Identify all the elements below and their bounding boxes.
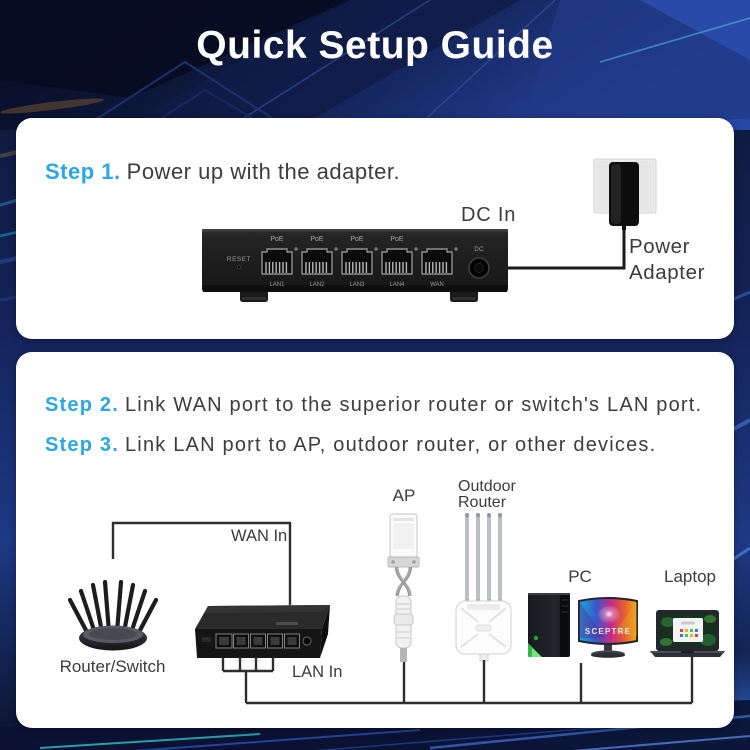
pc-tower-device <box>528 593 570 657</box>
pc-label: PC <box>568 567 592 586</box>
dc-in-label: DC In <box>461 204 517 226</box>
ap-label: AP <box>392 486 416 505</box>
page-title: Quick Setup Guide <box>196 24 554 67</box>
svg-text:DC: DC <box>474 246 484 253</box>
outdoor-router-label: Outdoor Router <box>458 478 516 511</box>
poe-switch-front: RESET PoE LAN1 PoE LAN2 <box>202 229 508 302</box>
step3-label: Step 3. <box>45 434 119 456</box>
step3-text: Step 3.Link LAN port to AP, outdoor rout… <box>45 434 657 456</box>
power-adapter-label: Power Adapter <box>629 235 705 284</box>
pc-monitor-device: SCEPTRE <box>578 597 638 658</box>
svg-text:LAN4: LAN4 <box>389 282 405 288</box>
router-device <box>67 580 159 651</box>
wan-in-label: WAN In <box>231 527 288 545</box>
step2-text: Step 2.Link WAN port to the superior rou… <box>45 394 703 416</box>
steps23-card: Step 2.Link WAN port to the superior rou… <box>16 352 734 728</box>
svg-text:RESET: RESET <box>227 256 251 263</box>
svg-text:PoE: PoE <box>310 236 324 243</box>
switch-device <box>195 605 330 658</box>
router-switch-label: Router/Switch <box>59 657 166 676</box>
svg-text:PoE: PoE <box>350 236 364 243</box>
svg-text:SCEPTRE: SCEPTRE <box>585 627 631 636</box>
step1-label: Step 1. <box>45 159 121 184</box>
ap-device <box>387 513 420 662</box>
svg-text:PoE: PoE <box>390 236 404 243</box>
power-cable <box>490 226 626 270</box>
lan-in-label: LAN In <box>292 663 343 681</box>
svg-text:LAN1: LAN1 <box>269 282 285 288</box>
laptop-label: Laptop <box>664 567 716 586</box>
svg-text:LAN2: LAN2 <box>309 282 325 288</box>
svg-text:WAN: WAN <box>430 282 444 288</box>
laptop-device <box>650 610 725 657</box>
outdoor-router-device <box>455 513 512 662</box>
step1-card: Step 1.Power up with the adapter. DC In … <box>16 118 734 339</box>
step2-label: Step 2. <box>45 394 119 416</box>
svg-text:LAN3: LAN3 <box>349 282 365 288</box>
power-adapter <box>593 158 657 230</box>
step1-text: Step 1.Power up with the adapter. <box>45 159 401 184</box>
svg-text:PoE: PoE <box>270 236 284 243</box>
